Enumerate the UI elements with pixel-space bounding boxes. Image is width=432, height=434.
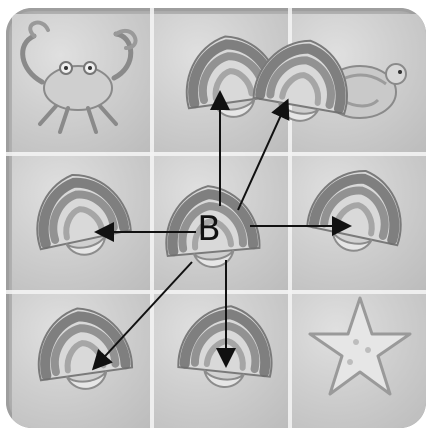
arrow-down-left [96, 262, 192, 366]
crab-icon [23, 23, 136, 132]
center-token-label: B [188, 208, 230, 250]
arrow-up-right [238, 104, 286, 210]
shell-icon-middle-left [26, 165, 134, 264]
starfish-icon [310, 298, 410, 394]
shell-icon-bottom-left [31, 302, 134, 395]
shell-icon-middle-right [304, 161, 412, 260]
